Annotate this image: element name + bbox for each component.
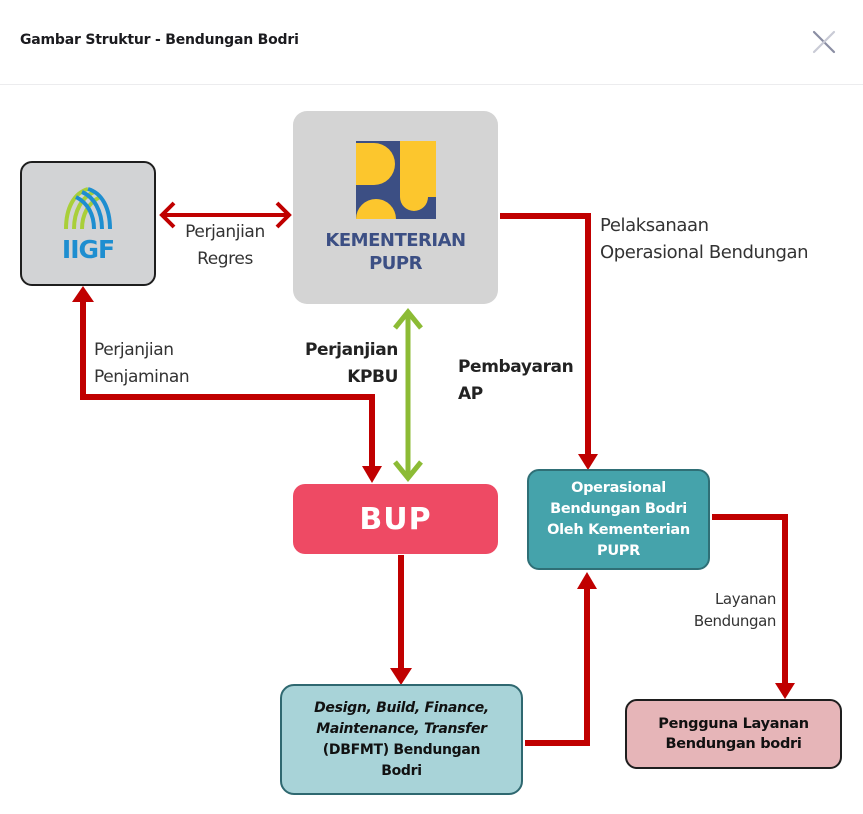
pupr-label: KEMENTERIAN PUPR xyxy=(325,229,466,274)
connector-layer xyxy=(72,201,795,746)
pupr-logo-icon xyxy=(355,140,436,219)
arrow-pelaksanaan xyxy=(500,213,598,470)
iigf-label: IIGF xyxy=(61,235,115,264)
label-pelaksanaan-operasional: Pelaksanaan Operasional Bendungan xyxy=(600,215,809,263)
arrow-kpbu xyxy=(393,308,423,482)
operasional-label: Operasional Bendungan Bodri Oleh Kemente… xyxy=(547,479,690,559)
structure-diagram: IIGF KEMENTERIAN PUPR BUP Operasional Be… xyxy=(0,86,863,814)
arrow-layanan xyxy=(712,514,795,699)
arrow-dbfmt-ops xyxy=(525,572,597,746)
label-pembayaran-ap: Pembayaran AP xyxy=(458,357,574,404)
arrow-bup-dbfmt xyxy=(390,555,412,685)
label-perjanjian-kpbu: Perjanjian KPBU xyxy=(304,340,398,387)
node-operasional[interactable]: Operasional Bendungan Bodri Oleh Kemente… xyxy=(527,469,710,570)
node-dbfmt[interactable]: Design, Build, Finance, Maintenance, Tra… xyxy=(280,684,523,795)
dbfmt-label: Design, Build, Finance, Maintenance, Tra… xyxy=(314,699,489,779)
node-kementerian-pupr[interactable]: KEMENTERIAN PUPR xyxy=(293,111,498,304)
node-iigf[interactable]: IIGF xyxy=(20,161,156,286)
node-pengguna-layanan[interactable]: Pengguna Layanan Bendungan bodri xyxy=(625,699,842,769)
pengguna-label: Pengguna Layanan Bendungan bodri xyxy=(658,716,809,752)
arrow-regres xyxy=(159,201,292,229)
modal-title: Gambar Struktur - Bendungan Bodri xyxy=(20,32,299,48)
modal-header: Gambar Struktur - Bendungan Bodri xyxy=(0,0,863,85)
bup-label: BUP xyxy=(359,501,432,537)
label-layanan-bendungan: Layanan Bendungan xyxy=(693,590,777,630)
iigf-logo-icon xyxy=(64,187,112,230)
label-perjanjian-regres: Perjanjian Regres xyxy=(185,222,265,269)
label-perjanjian-penjaminan: Perjanjian Penjaminan xyxy=(94,340,190,387)
arrow-penjaminan xyxy=(72,286,382,483)
close-icon xyxy=(812,30,836,54)
close-button[interactable] xyxy=(810,28,838,56)
node-bup[interactable]: BUP xyxy=(293,484,498,554)
